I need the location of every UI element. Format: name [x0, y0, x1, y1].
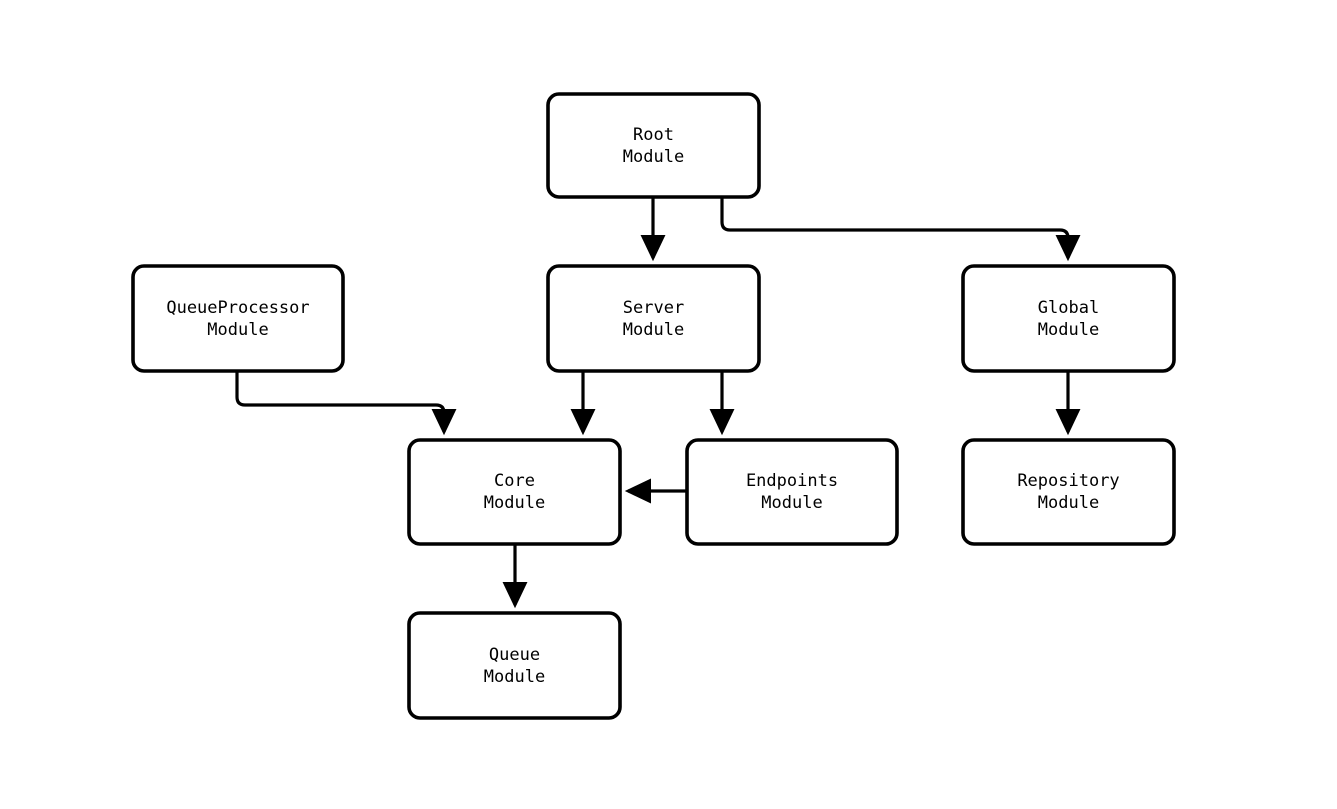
- repository-module-node[interactable]: [961, 438, 1176, 546]
- endpoints-module-node[interactable]: [685, 438, 899, 546]
- queue-module-node[interactable]: [407, 611, 622, 720]
- root-module-node[interactable]: [546, 92, 761, 199]
- nodes-layer: [131, 92, 1176, 720]
- edges-layer: [235, 197, 1081, 609]
- edge-root-to-global: [720, 197, 1081, 262]
- server-module-node[interactable]: [546, 264, 761, 373]
- edge-queueprocessor-to-core: [235, 371, 457, 436]
- core-module-node[interactable]: [407, 438, 622, 546]
- queueprocessor-module-node[interactable]: [131, 264, 345, 373]
- global-module-node[interactable]: [961, 264, 1176, 373]
